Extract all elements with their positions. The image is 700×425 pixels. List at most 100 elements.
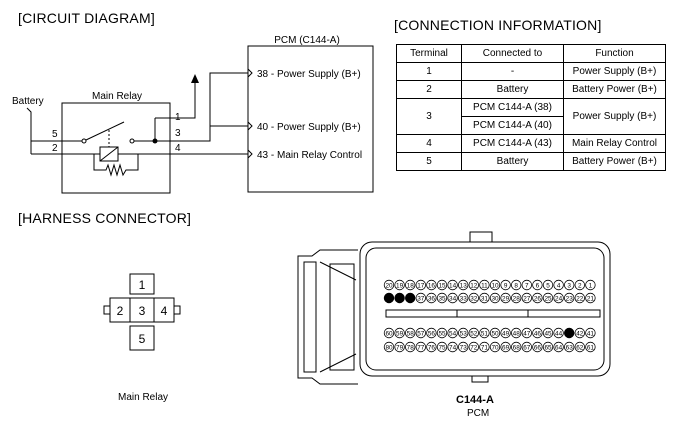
pcm-pin-52 (468, 327, 480, 339)
pcm-pin-8 (510, 279, 522, 291)
pcm-pin-number: 69 (502, 344, 510, 351)
relay-connector-caption: Main Relay (118, 392, 169, 403)
pcm-pin-number: 4 (557, 282, 561, 289)
pcm-pin-number: 52 (470, 330, 478, 337)
pcm-pin-32 (468, 292, 480, 304)
pcm-pin-number: 54 (449, 330, 457, 337)
main-relay-label: Main Relay (92, 91, 142, 102)
relay-pin-2-number: 2 (117, 304, 124, 318)
relay-pin-2-label: 2 (52, 143, 58, 154)
pcm-pin-number: 18 (407, 282, 415, 289)
resistor-path (93, 154, 139, 177)
pcm-pin-9 (500, 279, 511, 291)
pcm-pin-number: 36 (428, 295, 436, 302)
pcm-pin-59 (394, 327, 405, 339)
pcm-pin-63 (564, 341, 575, 353)
pcm-box (247, 45, 374, 193)
pcm-pin-7 (521, 279, 533, 291)
pcm-terminal-43-label: 43 - Main Relay Control (257, 150, 362, 161)
pcm-pin-6 (532, 279, 543, 291)
pcm-pin-number: 9 (504, 282, 508, 289)
cell-connected: PCM C144-A (43) (461, 134, 564, 153)
cell-function: Main Relay Control (563, 134, 666, 153)
pcm-connector-body (359, 241, 611, 377)
pcm-left-latch-inner (303, 261, 317, 373)
pcm-pin-5 (542, 279, 554, 291)
pcm-pin-number: 64 (555, 344, 563, 351)
pcm-pin-42 (574, 327, 586, 339)
arrow-up-icon (191, 74, 199, 83)
pcm-pin-number: 76 (428, 344, 436, 351)
pcm-pin-49 (500, 327, 511, 339)
pcm-pin-number: 7 (525, 282, 529, 289)
pcm-pin-number: 13 (460, 282, 468, 289)
pcm-pin-number: 59 (396, 330, 404, 337)
pcm-pin-36 (426, 292, 437, 304)
pcm-pin-number: 2 (578, 282, 582, 289)
cell-terminal: 3 (396, 98, 462, 135)
pcm-mid-divider (385, 309, 601, 318)
relay-pin-4-label: 4 (175, 143, 181, 154)
pcm-latch-arm-top (319, 261, 357, 281)
pcm-pin-number: 49 (502, 330, 510, 337)
cell-terminal: 4 (396, 134, 462, 153)
pcm-pin-number: 28 (513, 295, 521, 302)
pcm-pin-2 (574, 279, 586, 291)
pcm-top-tab (469, 231, 493, 243)
pcm-pin-number: 65 (544, 344, 552, 351)
pcm-pin-71 (479, 341, 490, 353)
pcm-pin-31 (479, 292, 490, 304)
pcm-left-latch (297, 249, 358, 385)
pcm-pin-number: 3 (567, 282, 571, 289)
pcm-pin-64 (553, 341, 564, 353)
pcm-pin-16 (426, 279, 437, 291)
table-row: 3 PCM C144-A (38) Power Supply (B+) (396, 98, 666, 135)
pcm-pin-41 (585, 327, 596, 339)
relay-latch-left (103, 305, 111, 315)
pcm-pin-number: 74 (449, 344, 457, 351)
switch-contact-right (129, 138, 135, 144)
pcm-connector-name: C144-A (456, 394, 494, 406)
pcm-pin-number: 16 (428, 282, 436, 289)
pcm-latch-arm-bottom (319, 353, 357, 373)
pcm-pin-number: 72 (470, 344, 478, 351)
wire-pin1-to-arrow (155, 82, 196, 119)
pcm-pin-number: 33 (460, 295, 468, 302)
pcm-pin-number: 10 (491, 282, 499, 289)
pcm-pin-80 (383, 341, 395, 353)
pcm-pin-number: 8 (514, 282, 518, 289)
pcm-pin-number: 60 (385, 330, 393, 337)
pcm-pin-number: 66 (534, 344, 542, 351)
pcm-pin-number: 71 (481, 344, 489, 351)
pcm-pin-67 (521, 341, 533, 353)
pcm-pin-38-filled (404, 292, 416, 304)
pcm-pin-24 (553, 292, 564, 304)
connection-info-title: [CONNECTION INFORMATION] (394, 17, 602, 33)
pcm-pin-10 (489, 279, 501, 291)
battery-label: Battery (12, 96, 44, 107)
pcm-pin-number: 30 (491, 295, 499, 302)
pcm-pin-62 (574, 341, 586, 353)
circuit-diagram: PCM (C144-A) Main Relay Battery (12, 35, 374, 194)
table-row: 4 PCM C144-A (43) Main Relay Control (396, 134, 666, 153)
pcm-pin-number: 75 (438, 344, 446, 351)
pcm-pin-number: 41 (587, 330, 595, 337)
switch-blade (85, 121, 125, 141)
pcm-pin-77 (415, 341, 427, 353)
pcm-pin-37 (415, 292, 427, 304)
pcm-pin-11 (479, 279, 490, 291)
pcm-pin-number: 51 (481, 330, 489, 337)
pcm-pin-number: 24 (555, 295, 563, 302)
relay-pin-3-label: 3 (175, 128, 181, 139)
pcm-pin-19 (394, 279, 405, 291)
pcm-pin-28 (510, 292, 522, 304)
pcm-pin-55 (436, 327, 448, 339)
pcm-pin-72 (468, 341, 480, 353)
pcm-pin-number: 46 (534, 330, 542, 337)
pcm-pin-4 (553, 279, 564, 291)
pcm-pin-number: 32 (470, 295, 478, 302)
pcm-pin-number: 11 (481, 282, 488, 289)
harness-connector-title: [HARNESS CONNECTOR] (18, 210, 192, 226)
pcm-pin-54 (447, 327, 458, 339)
